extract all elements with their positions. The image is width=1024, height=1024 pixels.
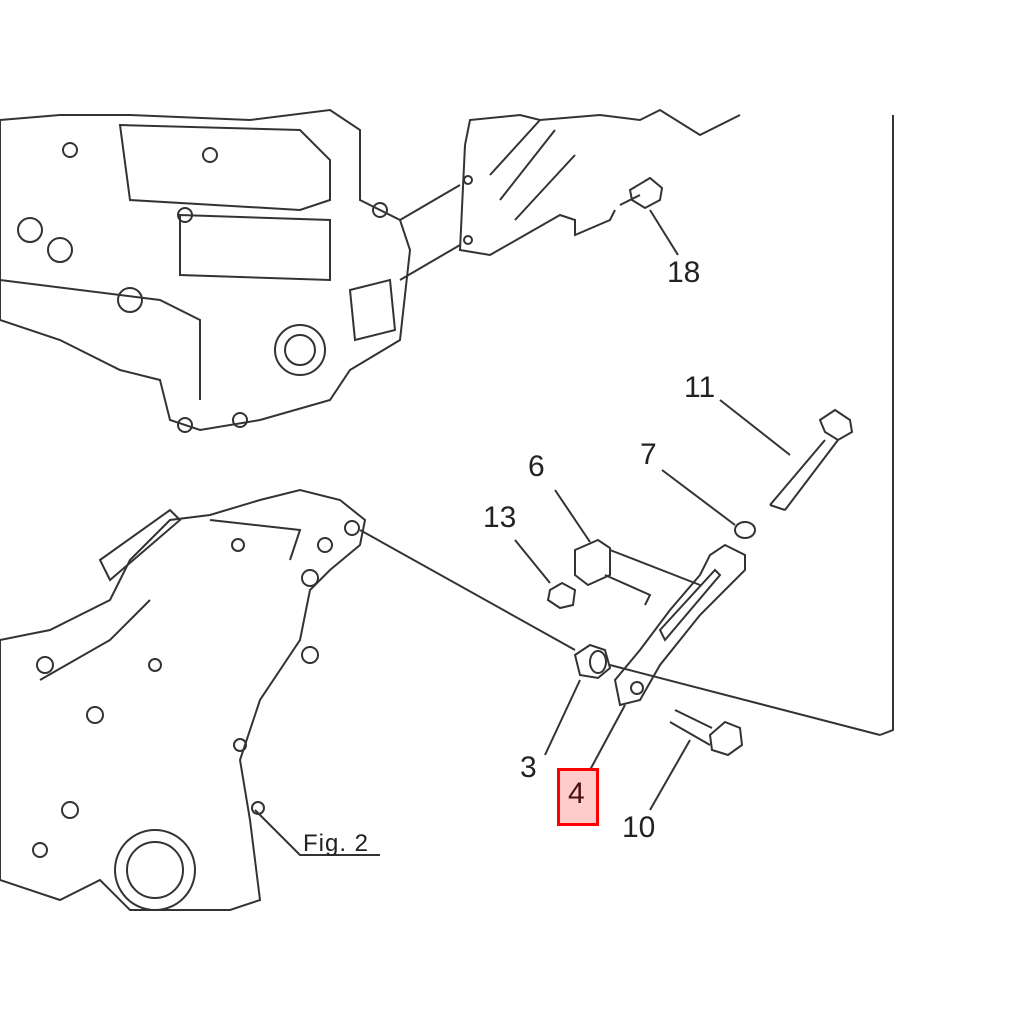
callout-11: 11 xyxy=(684,371,716,404)
nut-13 xyxy=(514,539,577,610)
callout-13: 13 xyxy=(483,501,517,534)
callout-18: 18 xyxy=(667,256,701,289)
washer-7 xyxy=(661,469,756,539)
assembly-line xyxy=(359,529,881,736)
spacer-3 xyxy=(544,643,612,756)
callout-3: 3 xyxy=(520,751,537,784)
highlighted-callout-4[interactable]: 4 xyxy=(557,768,599,826)
figure-reference: Fig. 2 xyxy=(303,830,370,857)
stay-bracket-4 xyxy=(589,543,746,771)
callout-7: 7 xyxy=(640,438,657,471)
upper-bracket xyxy=(399,108,741,281)
frame-line xyxy=(879,115,894,736)
bolt-11 xyxy=(719,399,854,511)
callout-6: 6 xyxy=(528,450,545,483)
stud-6 xyxy=(554,489,701,606)
bolt-10 xyxy=(649,709,744,811)
bolt-18 xyxy=(619,176,679,256)
callout-10: 10 xyxy=(622,811,656,844)
front-cover xyxy=(0,488,380,911)
cylinder-head xyxy=(0,108,412,433)
callout-4: 4 xyxy=(568,777,585,810)
